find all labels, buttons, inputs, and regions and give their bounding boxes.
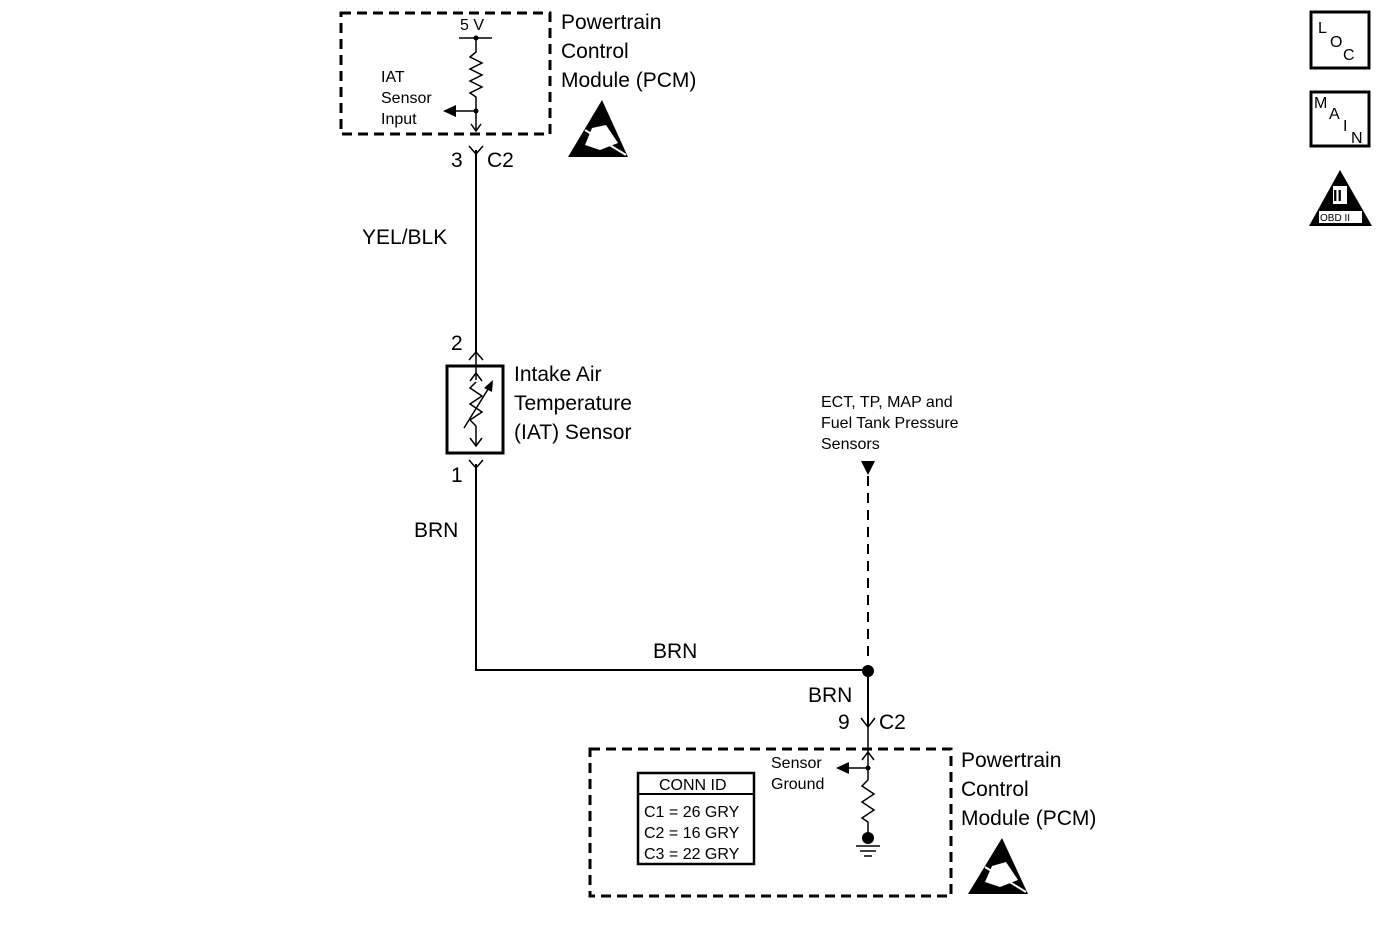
iat-sensor-title-3: (IAT) Sensor — [514, 421, 631, 444]
pcm-top-title-1: Powertrain — [561, 11, 661, 34]
voltage-label: 5 V — [460, 17, 484, 34]
loc-letter-l: L — [1318, 20, 1327, 37]
pcm-bottom-title-1: Powertrain — [961, 749, 1061, 772]
iat-sensor-body — [445, 364, 505, 455]
iat-sensor: 2 1 Intake Air Temperature (IAT) Sensor — [445, 332, 632, 487]
conn-id-table: CONN ID C1 = 26 GRY C2 = 16 GRY C3 = 22 … — [636, 771, 756, 866]
pcm-top-title-3: Module (PCM) — [561, 69, 696, 92]
conn-id-row-c1: C1 = 26 GRY — [644, 804, 740, 821]
pcm-bottom-title-3: Module (PCM) — [961, 807, 1096, 830]
iat-input-label-2: Sensor — [381, 90, 432, 107]
sensor-ground-label-2: Ground — [771, 776, 824, 793]
conn-id-row-c2: C2 = 16 GRY — [644, 825, 740, 842]
conn-id-row-c3: C3 = 22 GRY — [644, 846, 740, 863]
other-sensors-label-2: Fuel Tank Pressure — [821, 415, 959, 432]
pin-3-label: 3 — [451, 149, 463, 172]
down-arrow-icon — [861, 461, 875, 475]
pcm-top: Powertrain Control Module (PCM) 5 V IAT … — [339, 11, 696, 157]
other-sensors-label-1: ECT, TP, MAP and — [821, 394, 953, 411]
pcm-bottom-title-2: Control — [961, 778, 1029, 801]
pcm-top-title-2: Control — [561, 40, 629, 63]
pcm-bottom-boundary — [588, 747, 953, 898]
pullup-resistor-icon — [443, 38, 484, 133]
main-letter-a: A — [1329, 106, 1340, 123]
obd-numeral: II — [1333, 188, 1342, 205]
connector-c2-top: C2 — [487, 149, 514, 172]
iat-sensor-title-2: Temperature — [514, 392, 632, 415]
wire-brn-left-label: BRN — [414, 519, 458, 542]
esd-warning-icon — [968, 838, 1028, 894]
wire-brn-horizontal-label: BRN — [653, 640, 697, 663]
conn-id-header: CONN ID — [659, 777, 727, 794]
loc-icon[interactable]: L O C — [1309, 10, 1371, 70]
connector-top: 3 C2 — [451, 145, 514, 172]
iat-input-label-3: Input — [381, 111, 417, 128]
iat-pin-2-label: 2 — [451, 332, 463, 355]
connector-bottom: 9 C2 — [838, 711, 906, 734]
iat-pin-1-label: 1 — [451, 464, 463, 487]
main-letter-n: N — [1351, 130, 1363, 147]
main-icon[interactable]: M A I N — [1309, 90, 1371, 148]
other-sensors-label-3: Sensors — [821, 436, 880, 453]
other-sensors-branch: ECT, TP, MAP and Fuel Tank Pressure Sens… — [821, 394, 959, 662]
loc-letter-c: C — [1343, 47, 1355, 64]
pcm-top-boundary — [339, 11, 552, 136]
iat-input-label-1: IAT — [381, 69, 405, 86]
esd-warning-icon — [568, 100, 628, 157]
sensor-ground-circuit — [836, 727, 880, 857]
wire-yel-blk-label: YEL/BLK — [362, 226, 447, 249]
thermistor-icon — [463, 352, 493, 448]
connector-c2-bottom: C2 — [879, 711, 906, 734]
main-letter-i: I — [1343, 118, 1347, 135]
wire-brn-iat-return — [475, 464, 868, 671]
wire-brn-bottom-label: BRN — [808, 684, 852, 707]
obd-label: OBD II — [1320, 213, 1350, 224]
pin-9-label: 9 — [838, 711, 850, 734]
obd-ii-icon[interactable]: II OBD II — [1309, 170, 1372, 226]
sensor-ground-label-1: Sensor — [771, 755, 822, 772]
iat-sensor-title-1: Intake Air — [514, 363, 602, 386]
pcm-bottom: Powertrain Control Module (PCM) Sensor G… — [588, 727, 1096, 898]
loc-letter-o: O — [1330, 34, 1342, 51]
ground-icon — [856, 845, 880, 857]
main-letter-m: M — [1314, 95, 1327, 112]
